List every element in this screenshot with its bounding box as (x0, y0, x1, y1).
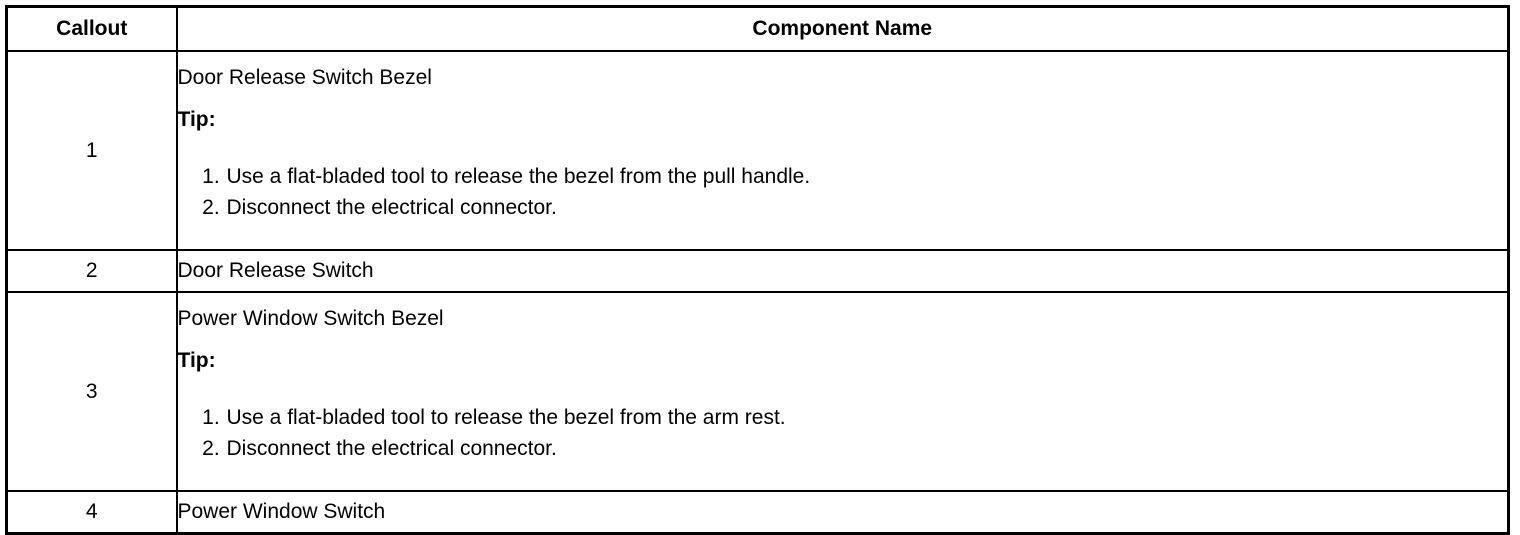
component-cell: Door Release Switch Bezel Tip: Use a fla… (175, 50, 1510, 251)
tip-step: Disconnect the electrical connector. (226, 433, 1508, 464)
callout-table: Callout Component Name 1 Door Release Sw… (5, 5, 1510, 535)
component-name: Power Window Switch Bezel (177, 307, 444, 330)
tip-steps: Use a flat-bladed tool to release the be… (178, 402, 1508, 464)
tip-label: Tip: (177, 349, 216, 372)
callout-number: 1 (5, 50, 178, 251)
tip-step: Use a flat-bladed tool to release the be… (226, 402, 1508, 433)
component-cell: Power Window Switch Bezel Tip: Use a fla… (175, 291, 1510, 492)
table-row: 2 Door Release Switch (5, 249, 1510, 293)
component-name: Power Window Switch (175, 490, 1510, 535)
table-row: 4 Power Window Switch (5, 490, 1510, 535)
tip-step: Use a flat-bladed tool to release the be… (226, 161, 1508, 192)
header-callout: Callout (5, 5, 178, 52)
table-row: 3 Power Window Switch Bezel Tip: Use a f… (5, 291, 1510, 492)
callout-number: 4 (5, 490, 178, 535)
component-name: Door Release Switch Bezel (177, 66, 432, 89)
callout-number: 3 (5, 291, 178, 492)
tip-steps: Use a flat-bladed tool to release the be… (178, 161, 1508, 223)
tip-label: Tip: (177, 108, 216, 131)
table-row: 1 Door Release Switch Bezel Tip: Use a f… (5, 50, 1510, 251)
header-component-name: Component Name (175, 5, 1510, 52)
header-row: Callout Component Name (5, 5, 1510, 52)
callout-number: 2 (5, 249, 178, 293)
tip-step: Disconnect the electrical connector. (226, 192, 1508, 223)
component-name: Door Release Switch (175, 249, 1510, 293)
